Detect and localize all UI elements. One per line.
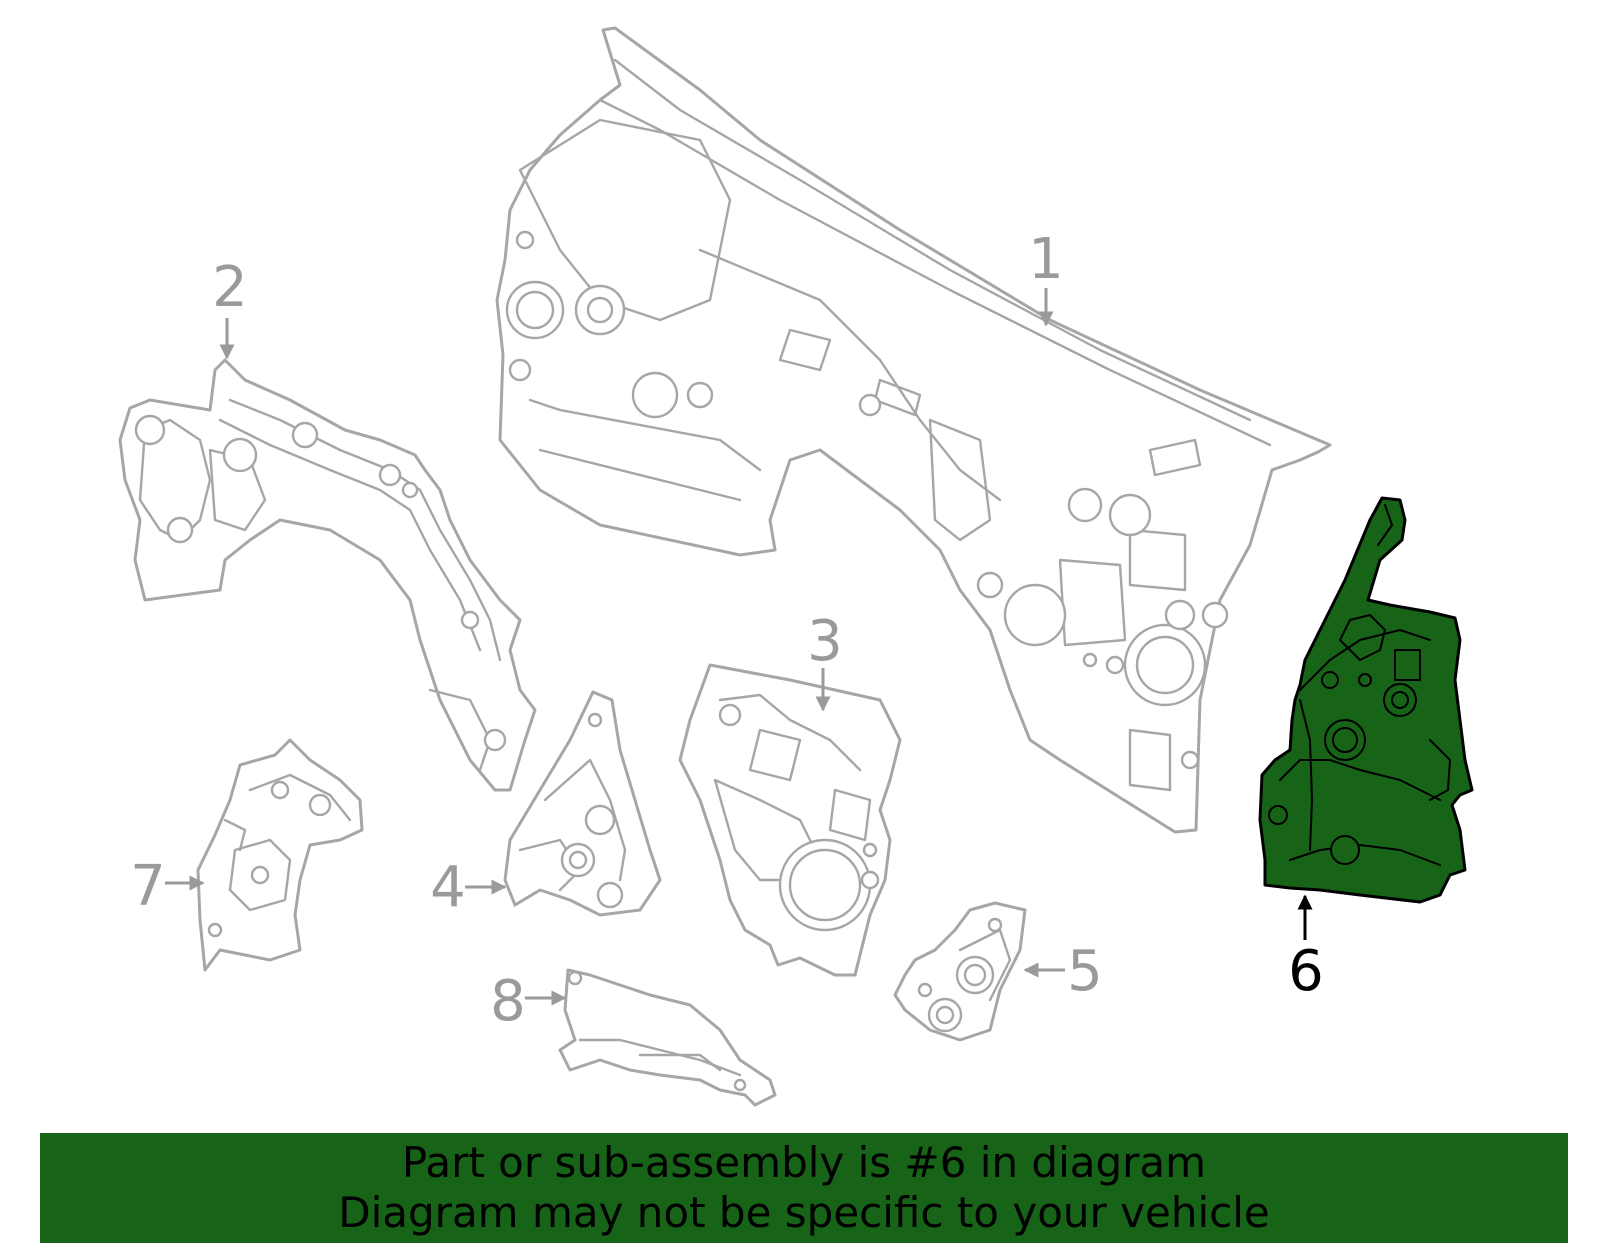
callout-2-label: 2 <box>212 255 248 320</box>
banner-line-2: Diagram may not be specific to your vehi… <box>338 1188 1270 1237</box>
callout-8: 8 <box>490 969 567 1034</box>
callout-2: 2 <box>212 255 248 360</box>
callout-6: 6 <box>1288 894 1324 1004</box>
banner-line-1: Part or sub-assembly is #6 in diagram <box>401 1138 1207 1187</box>
part-8-lower-duct[interactable] <box>558 968 777 1107</box>
part-4-side-insulator[interactable] <box>503 690 662 917</box>
callout-5: 5 <box>1023 939 1103 1004</box>
parts-diagram: 1 2 3 4 5 6 7 8 <box>118 26 1474 1107</box>
callout-1-label: 1 <box>1028 227 1064 292</box>
callout-3: 3 <box>807 609 843 712</box>
part-5-bracket[interactable] <box>893 901 1027 1042</box>
callout-3-label: 3 <box>807 609 843 674</box>
callout-6-label: 6 <box>1288 939 1324 1004</box>
callout-5-label: 5 <box>1067 939 1103 1004</box>
info-banner: Part or sub-assembly is #6 in diagram Di… <box>40 1133 1568 1243</box>
part-7-lower-insulator[interactable] <box>196 738 364 972</box>
callout-1: 1 <box>1028 227 1064 327</box>
part-3-center-insulator[interactable] <box>678 663 902 977</box>
callout-4-label: 4 <box>430 855 466 920</box>
part-6-insulator-highlighted[interactable] <box>1258 496 1474 904</box>
callout-4: 4 <box>430 855 507 920</box>
callout-8-label: 8 <box>490 969 526 1034</box>
callout-7-label: 7 <box>130 854 166 919</box>
callout-7: 7 <box>130 854 205 919</box>
part-2-side-rail[interactable] <box>118 358 537 792</box>
part-1-dash-panel[interactable] <box>495 26 1332 834</box>
